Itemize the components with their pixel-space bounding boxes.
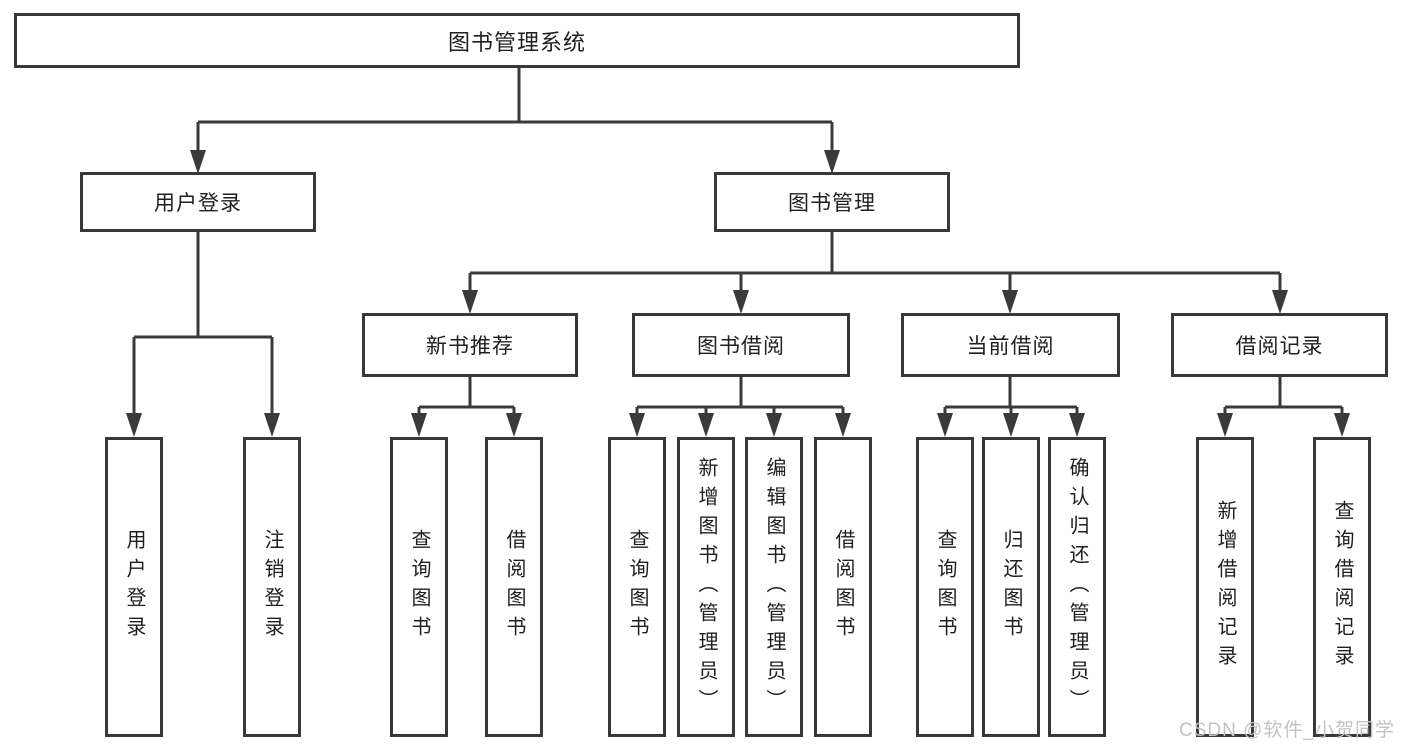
arrowheads	[126, 150, 1350, 437]
arrow-down-icon	[126, 413, 142, 437]
leaf-query-borrow-record: 查询借阅记录	[1313, 437, 1371, 737]
arrow-down-icon	[506, 413, 522, 437]
arrow-down-icon	[1069, 413, 1085, 437]
leaf-return-books: 归还图书	[982, 437, 1040, 737]
root-node-library-system: 图书管理系统	[14, 13, 1020, 68]
leaf-query-books-borrow: 查询图书	[608, 437, 666, 737]
leaf-edit-books-admin: 编辑图书（管理员）	[745, 437, 803, 737]
arrow-down-icon	[411, 413, 427, 437]
node-current-borrow: 当前借阅	[901, 313, 1120, 377]
arrow-down-icon	[733, 290, 749, 314]
leaf-confirm-return-admin: 确认归还（管理员）	[1048, 437, 1106, 737]
arrow-down-icon	[190, 150, 206, 174]
arrow-down-icon	[766, 413, 782, 437]
arrow-down-icon	[1334, 413, 1350, 437]
arrow-down-icon	[1002, 290, 1018, 314]
leaf-borrow-books: 借阅图书	[814, 437, 872, 737]
arrow-down-icon	[462, 290, 478, 314]
arrow-down-icon	[824, 150, 840, 174]
arrow-down-icon	[629, 413, 645, 437]
arrow-down-icon	[1003, 413, 1019, 437]
csdn-watermark: CSDN @软件_小贺同学	[1179, 720, 1395, 741]
arrow-down-icon	[264, 413, 280, 437]
arrow-down-icon	[937, 413, 953, 437]
node-new-book-recommend: 新书推荐	[362, 313, 578, 377]
node-user-login: 用户登录	[80, 172, 316, 232]
leaf-query-books-recommend: 查询图书	[390, 437, 448, 737]
node-book-borrow: 图书借阅	[632, 313, 850, 377]
leaf-logout: 注销登录	[243, 437, 301, 737]
node-book-management: 图书管理	[714, 172, 950, 232]
leaf-borrow-books-recommend: 借阅图书	[485, 437, 543, 737]
arrow-down-icon	[835, 413, 851, 437]
leaf-user-login: 用户登录	[105, 437, 163, 737]
leaf-add-books-admin: 新增图书（管理员）	[677, 437, 735, 737]
leaf-query-books-current: 查询图书	[916, 437, 974, 737]
leaf-add-borrow-record: 新增借阅记录	[1196, 437, 1254, 737]
node-borrow-records: 借阅记录	[1171, 313, 1388, 377]
arrow-down-icon	[698, 413, 714, 437]
arrow-down-icon	[1217, 413, 1233, 437]
arrow-down-icon	[1272, 290, 1288, 314]
